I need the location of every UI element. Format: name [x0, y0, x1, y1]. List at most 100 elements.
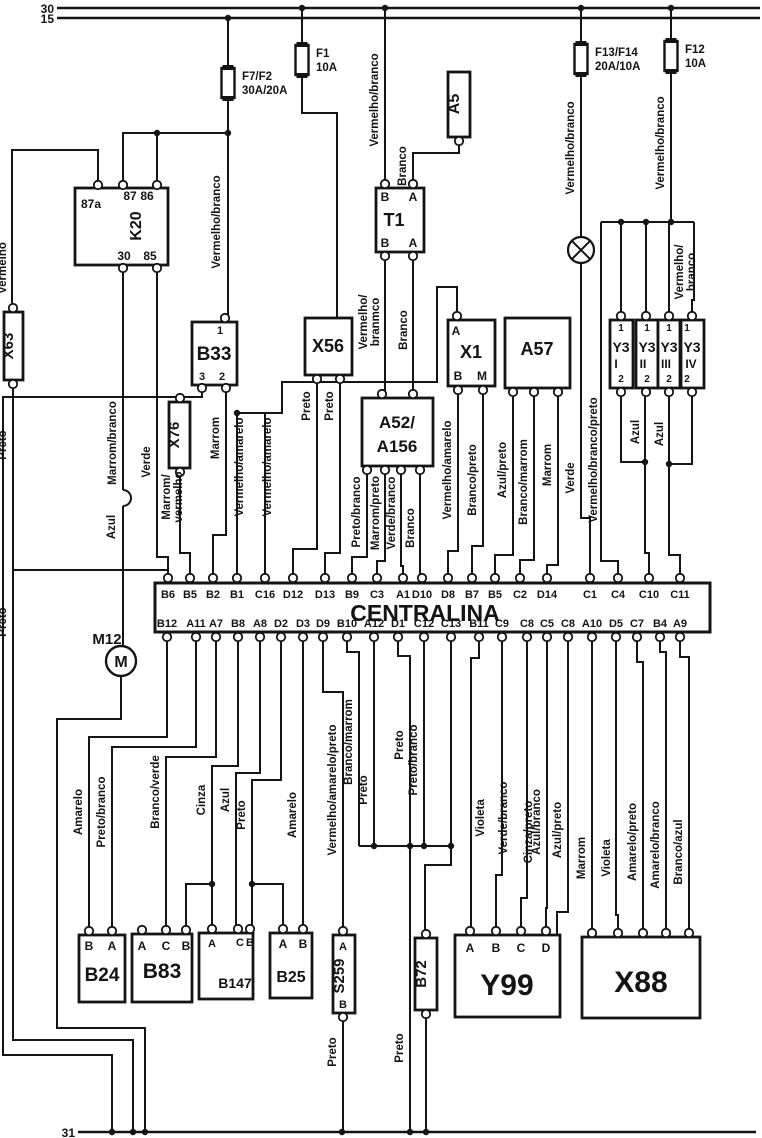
w-b4-x88	[659, 639, 667, 929]
w-c13-b72	[424, 639, 452, 934]
pin	[206, 923, 218, 935]
fuse-F12-cap-bottom	[665, 69, 677, 74]
wire-label: Azul	[106, 515, 118, 539]
wire-label: Verde/branco	[386, 477, 398, 550]
pin	[319, 572, 331, 584]
wire-label: Vermelho/branco	[211, 175, 223, 268]
valve-Y3-I-label: 1	[618, 323, 624, 334]
wire-label: Marrom	[576, 837, 588, 879]
centralina-pin-bottom-A7: A7	[209, 618, 223, 630]
valve-Y3-III-label: III	[661, 357, 671, 371]
junction-dot	[208, 880, 216, 888]
wire-label: Preto	[0, 430, 9, 459]
centralina-pin-bottom-A11: A11	[186, 618, 206, 630]
pin	[162, 572, 174, 584]
component-B24-label: A	[108, 939, 117, 953]
pin	[515, 925, 527, 937]
w-c9-y99b	[495, 639, 503, 927]
centralina-pin-bottom-C7: C7	[630, 618, 644, 630]
centralina-pin-top-B2: B2	[206, 589, 220, 601]
wire-label: Preto	[0, 607, 9, 636]
w-c4-drop	[600, 222, 619, 574]
valve-Y3-IV-label: 1	[684, 323, 690, 334]
connector-X1	[446, 318, 497, 388]
centralina-pin-top-C3: C3	[370, 589, 384, 601]
pin	[379, 250, 391, 262]
component-B33-label: 3	[199, 371, 205, 383]
pin	[541, 631, 553, 643]
wire-label: Cinza/preto	[523, 801, 535, 864]
wire-label: Marrom	[542, 444, 554, 486]
w-a52-b9	[351, 470, 368, 574]
wire-label: Preto	[327, 1037, 339, 1066]
valve-Y3-I-label: 2	[618, 374, 624, 385]
wire-label: Branco/azul	[673, 819, 685, 884]
wire-label: Azul	[630, 420, 642, 444]
pin	[337, 1011, 349, 1023]
pin	[311, 373, 323, 385]
junction-dot	[420, 842, 428, 850]
junction-dot	[141, 1128, 149, 1136]
pin	[379, 464, 391, 476]
centralina-pin-bottom-B11: B11	[469, 618, 489, 630]
relay-K20-label: 86	[140, 189, 154, 203]
pin	[232, 631, 244, 643]
junction-dot	[406, 842, 414, 850]
pin	[420, 1008, 432, 1020]
pin	[541, 572, 553, 584]
pin	[361, 464, 373, 476]
w-c8-y99c	[520, 639, 528, 927]
valve-Y3-II-label: Y3	[638, 339, 655, 355]
component-T1-label: B	[381, 236, 390, 250]
pin	[7, 378, 19, 390]
pin	[464, 925, 476, 937]
pin	[275, 631, 287, 643]
pin	[631, 631, 643, 643]
pin	[473, 631, 485, 643]
centralina-pin-top-C2: C2	[513, 589, 527, 601]
component-T1-label: A	[409, 236, 418, 250]
pin	[686, 386, 698, 398]
motor-M12-label: M12	[92, 631, 121, 648]
wire-label: Vermelho/amarelo	[262, 417, 274, 516]
w-a52-c3	[376, 470, 386, 574]
centralina-pin-top-C4: C4	[611, 589, 626, 601]
w-x1b-d8	[447, 390, 459, 574]
wire-label: Marrom/branco	[107, 401, 119, 485]
fuse-F1	[294, 42, 310, 78]
pin	[477, 384, 489, 396]
component-T1	[374, 186, 426, 254]
centralina-pin-top-B5: B5	[488, 589, 502, 601]
bus-15-label: 15	[41, 12, 55, 26]
w-branch-87	[122, 132, 157, 181]
w-y3iv-2	[669, 392, 693, 465]
wire-label: Azul/branco	[531, 789, 543, 855]
w-c16-branch	[237, 412, 266, 574]
w-x76-b5	[179, 475, 191, 574]
w-f1-x56	[301, 74, 338, 318]
pin	[190, 631, 202, 643]
switch-S259-label: B	[339, 999, 347, 1011]
centralina-pin-top-D12: D12	[283, 589, 303, 601]
w-y3ii-c10	[644, 392, 650, 574]
component-T1-label: T1	[383, 210, 404, 230]
pin	[196, 382, 208, 394]
centralina-pin-bottom-A10: A10	[582, 618, 602, 630]
pin	[452, 384, 464, 396]
wire-label: Preto	[358, 775, 370, 804]
fuse-F1-body	[294, 43, 310, 77]
fuse-F12-rating: 10A	[685, 58, 706, 70]
wire-label: Vermelho/amarelo	[234, 417, 246, 516]
pin	[407, 250, 419, 262]
pin	[528, 386, 540, 398]
pin	[640, 386, 652, 398]
w-b8-b147	[211, 639, 239, 929]
valve-Y3-III-label: 1	[666, 323, 672, 334]
component-T1-label: A	[409, 190, 418, 204]
wire-label: Branco/marrom	[518, 439, 530, 525]
component-B147-label: B147	[218, 975, 252, 991]
pin	[540, 925, 552, 937]
centralina-pin-top-C11: C11	[670, 589, 690, 601]
pin	[663, 310, 675, 322]
component-B147-label: A	[208, 938, 216, 950]
